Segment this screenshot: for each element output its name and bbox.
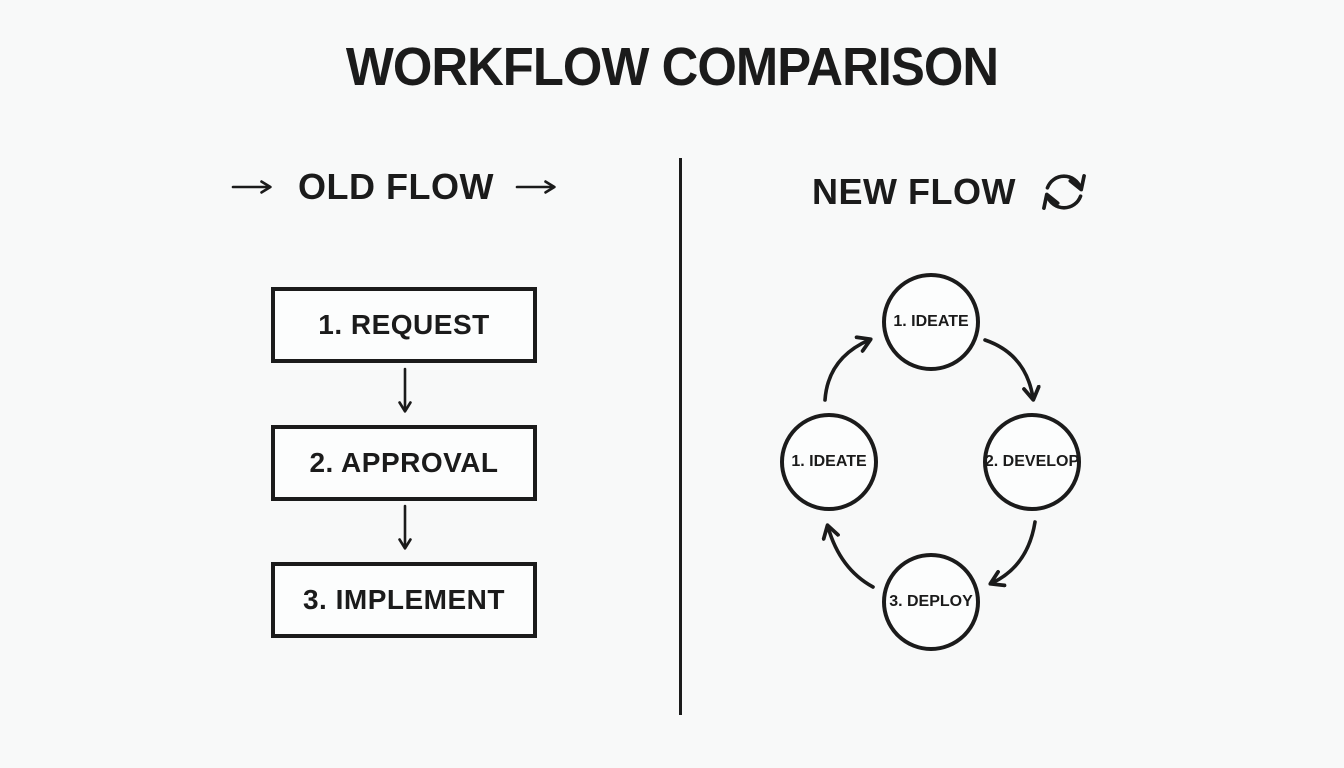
old-flow-step-label: 3. IMPLEMENT	[302, 584, 505, 615]
new-flow-heading-label: NEW FLOW	[812, 171, 1016, 212]
old-flow-step-label: 1. REQUEST	[318, 309, 490, 340]
curved-arrow-left-to-top-icon	[823, 335, 873, 402]
arrow-right-icon	[231, 180, 272, 194]
curved-arrow-right-to-bottom-icon	[988, 520, 1037, 588]
old-flow-step-approval: 2. APPROVAL	[271, 425, 537, 501]
old-flow-step-label: 2. APPROVAL	[309, 447, 499, 478]
curved-arrow-top-to-right-icon	[983, 338, 1041, 402]
new-flow-node-label: 1. IDEATE	[893, 313, 969, 330]
old-flow-heading-label: OLD FLOW	[298, 166, 494, 207]
new-flow-node-ideate-left: 1. IDEATE	[780, 413, 878, 511]
new-flow-heading: NEW FLOW	[772, 166, 1132, 218]
new-flow-node-label: 3. DEPLOY	[889, 593, 973, 610]
panel-divider	[679, 158, 682, 715]
curved-arrow-bottom-to-left-icon	[821, 523, 875, 589]
page-title: WORKFLOW COMPARISON	[345, 37, 999, 97]
arrow-right-icon	[515, 180, 556, 194]
new-flow-node-label: 2. DEVELOP	[984, 453, 1080, 470]
old-flow-heading: OLD FLOW	[196, 166, 596, 208]
refresh-cycle-icon	[1042, 174, 1086, 210]
new-flow-node-ideate-top: 1. IDEATE	[882, 273, 980, 371]
new-flow-node-deploy: 3. DEPLOY	[882, 553, 980, 651]
old-flow-step-implement: 3. IMPLEMENT	[271, 562, 537, 638]
new-flow-node-label: 1. IDEATE	[791, 453, 867, 470]
old-flow-step-request: 1. REQUEST	[271, 287, 537, 363]
new-flow-node-develop: 2. DEVELOP	[983, 413, 1081, 511]
